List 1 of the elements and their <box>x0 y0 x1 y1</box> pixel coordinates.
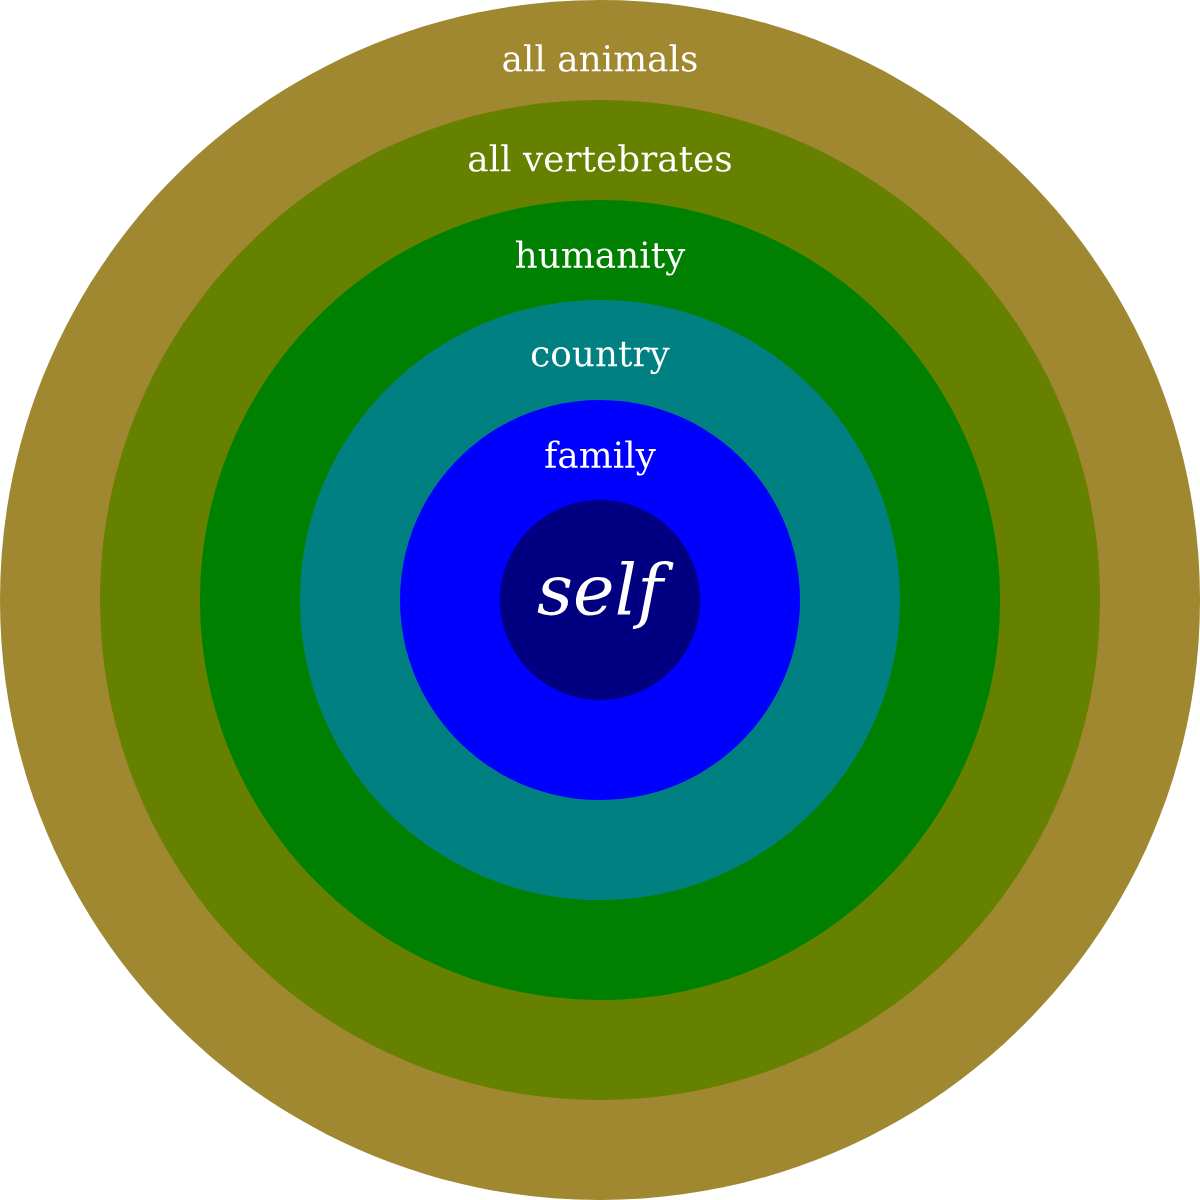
ring: self <box>500 500 700 700</box>
